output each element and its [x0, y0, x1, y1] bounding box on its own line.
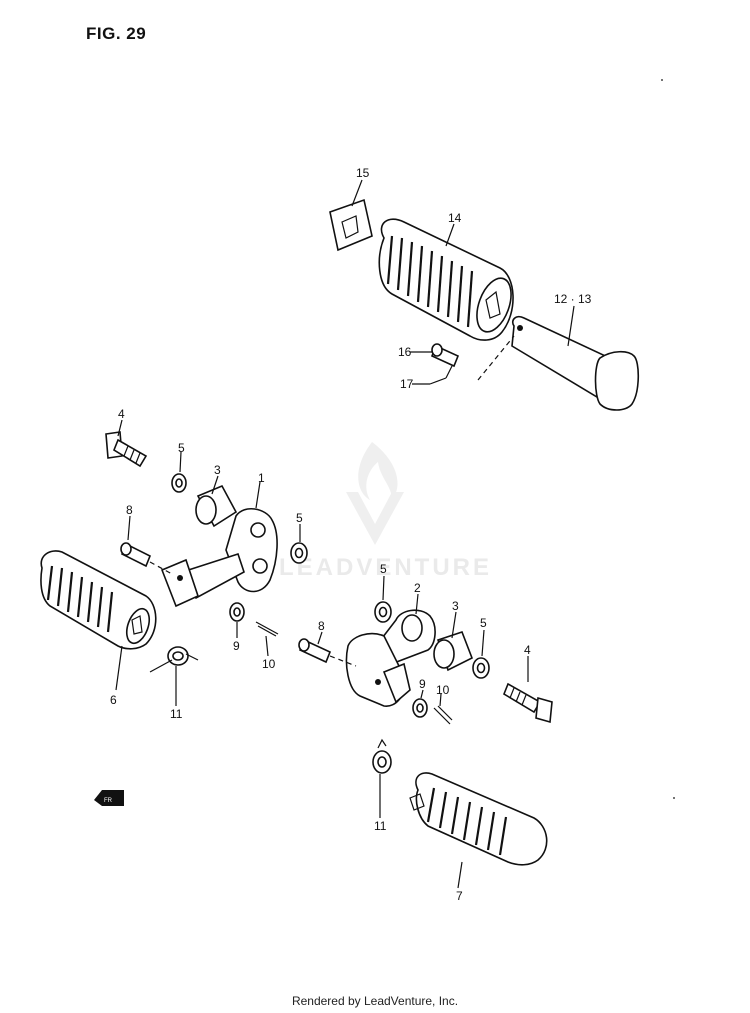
part-5-washer-left-top [171, 473, 187, 493]
callout-12-13: 12 · 13 [554, 292, 592, 306]
part-3-bushing-left [195, 484, 238, 528]
part-10-cotter-left [255, 621, 279, 637]
callout-5-bracket: 5 [296, 511, 303, 525]
part-16-pin [430, 343, 460, 368]
part-7-footpeg-rubber [409, 772, 548, 866]
leader-lines [115, 179, 575, 889]
part-4-bolt-left [105, 431, 148, 468]
callout-9-left: 9 [233, 639, 240, 653]
callout-1: 1 [258, 471, 265, 485]
callout-7: 7 [456, 889, 463, 903]
part-9-washer-left [229, 602, 245, 622]
callout-3-left: 3 [214, 463, 221, 477]
callout-5-mid: 5 [380, 562, 387, 576]
callout-4-left: 4 [118, 407, 125, 421]
front-direction-arrow-icon: FR [94, 790, 124, 806]
part-11-spring-left [149, 646, 199, 673]
callout-9-right: 9 [419, 677, 426, 691]
callout-10-left: 10 [262, 657, 276, 671]
callout-15: 15 [356, 166, 370, 180]
part-5-washer-mid [374, 601, 392, 623]
part-4-bolt-right [503, 682, 553, 724]
part-8-pin-left [120, 542, 152, 568]
callout-8-right: 8 [318, 619, 325, 633]
part-14-footpeg-rubber [378, 218, 514, 341]
part-2-bracket [345, 609, 436, 707]
callout-numbers: 15 14 12 · 13 16 17 4 5 3 1 8 5 6 9 10 1… [110, 166, 592, 903]
part-10-cotter-right [433, 705, 453, 725]
callout-2: 2 [414, 581, 421, 595]
callout-11-left: 11 [170, 707, 183, 721]
part-6-footpeg-rubber [40, 550, 157, 650]
callout-8-left: 8 [126, 503, 133, 517]
part-3-bushing-right [433, 630, 474, 672]
callout-6: 6 [110, 693, 117, 707]
part-1-bracket [160, 508, 278, 608]
callout-16: 16 [398, 345, 412, 359]
callout-17: 17 [400, 377, 414, 391]
svg-text:FR: FR [104, 798, 113, 804]
part-9-washer-right [412, 698, 428, 718]
callout-14: 14 [448, 211, 462, 225]
callout-3-right: 3 [452, 599, 459, 613]
callout-11-right: 11 [374, 819, 387, 833]
part-17-cotter-pin [429, 365, 453, 385]
part-5-washer-right [472, 657, 490, 679]
figure-title: FIG. 29 [86, 24, 147, 43]
callout-5-right: 5 [480, 616, 487, 630]
callout-5-left-top: 5 [178, 441, 185, 455]
part-8-pin-right [298, 638, 332, 664]
footer-credit: Rendered by LeadVenture, Inc. [291, 994, 459, 1008]
callout-10-right: 10 [436, 683, 450, 697]
part-12-13-footpeg-bar [511, 315, 640, 411]
watermark-logo: LEADVENTURE [279, 442, 489, 581]
part-15-plate [329, 198, 373, 252]
part-11-spring-right [372, 738, 392, 774]
callout-4-right: 4 [524, 643, 531, 657]
part-5-washer-bracket [290, 542, 308, 564]
